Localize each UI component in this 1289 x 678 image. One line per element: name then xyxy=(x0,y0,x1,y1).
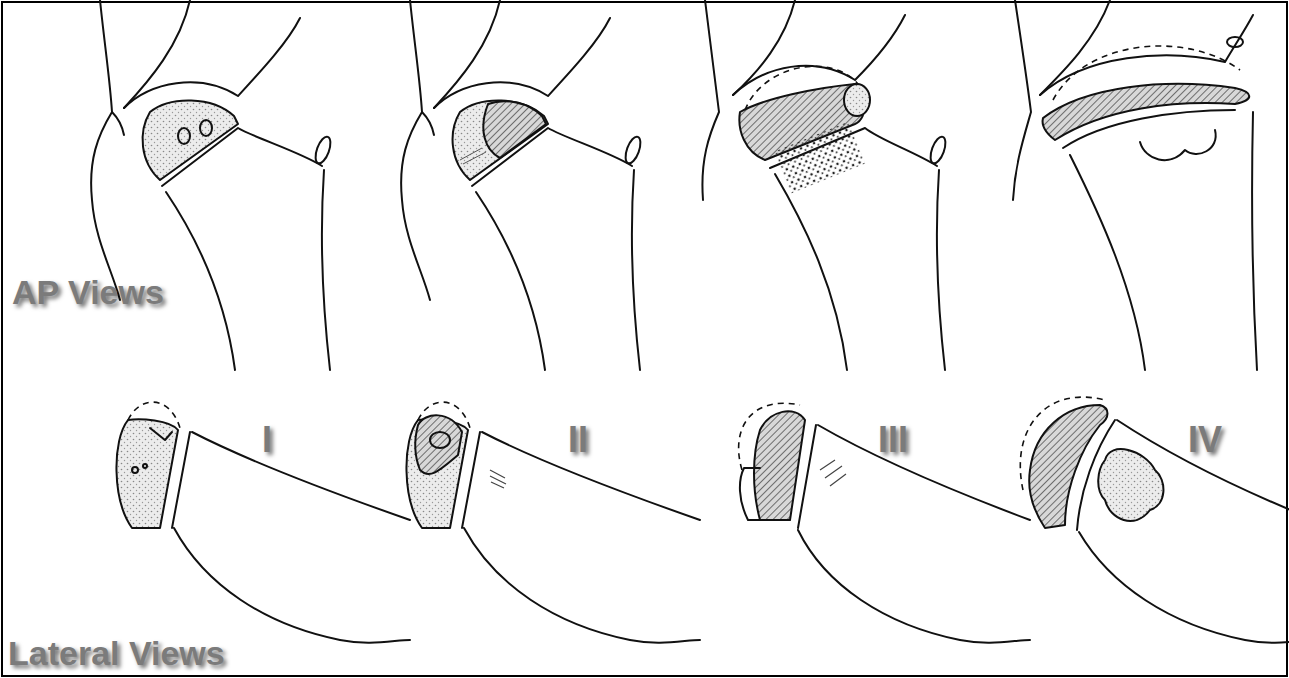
lateral-view-i xyxy=(116,402,410,643)
view-label: Lateral Views xyxy=(8,636,225,670)
lateral-view-iv xyxy=(1020,397,1289,643)
ap-view-iii xyxy=(702,0,948,370)
ap-view-iv xyxy=(1013,0,1257,370)
stage-numeral: IV xyxy=(1188,422,1222,458)
lateral-view-ii xyxy=(406,402,700,643)
stage-numeral: III xyxy=(878,422,908,458)
stage-numeral: II xyxy=(568,422,588,458)
view-label: AP Views xyxy=(12,275,164,309)
stage-numeral: I xyxy=(262,422,272,458)
ap-view-i xyxy=(91,0,333,370)
ap-view-ii xyxy=(401,0,643,370)
lateral-view-iii xyxy=(739,403,1030,642)
